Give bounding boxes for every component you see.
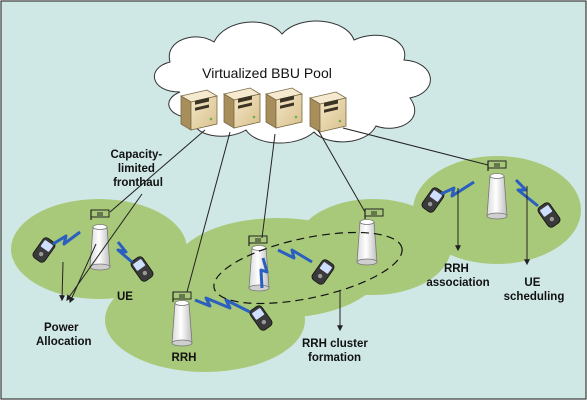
label-rrh-association: RRH association [426, 263, 489, 289]
fronthaul-links [109, 127, 489, 293]
wireless-link-icon [52, 178, 539, 314]
label-cluster-formation: RRH cluster formation [302, 338, 371, 364]
rrh-cluster-outline [213, 231, 403, 305]
bbu-pool-cloud [153, 20, 431, 144]
label-ue: UE [117, 291, 133, 303]
label-fronthaul: Capacity- limited fronthaul [111, 149, 166, 189]
label-rrh: RRH [172, 352, 197, 364]
annotation-arrows [59, 186, 530, 332]
bbu-pool-title: Virtualized BBU Pool [202, 65, 332, 81]
diagram-labels: Capacity- limited fronthaul UE RRH Power… [36, 149, 564, 364]
label-ue-scheduling: UE scheduling [504, 277, 565, 303]
label-power-allocation: Power Allocation [36, 322, 92, 348]
